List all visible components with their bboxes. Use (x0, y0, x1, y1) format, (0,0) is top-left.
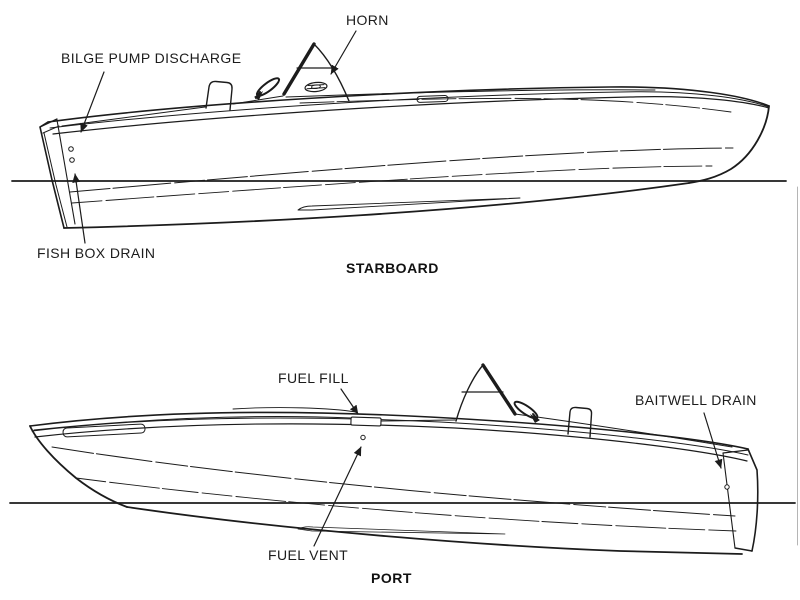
port-view-title: PORT (371, 570, 412, 586)
label-horn: HORN (346, 12, 389, 28)
fuel-vent-arrow (313, 446, 362, 547)
label-fuel-fill: FUEL FILL (278, 370, 349, 386)
starboard-seat (205, 80, 233, 111)
baitwell-drain-arrow (703, 412, 723, 469)
label-bilge-pump-discharge: BILGE PUMP DISCHARGE (61, 50, 242, 66)
port-view-drawing (9, 363, 796, 555)
horn-icon (304, 81, 328, 93)
starboard-view-drawing (11, 30, 787, 244)
port-hull (29, 407, 759, 555)
fuel-vent-hole (360, 434, 366, 441)
port-windshield (455, 363, 517, 422)
horn-arrow (330, 30, 357, 75)
starboard-drain-holes (68, 146, 75, 163)
fuel-fill-fitting (350, 416, 382, 427)
starboard-hull (39, 86, 770, 229)
port-steering-wheel-icon (513, 400, 540, 423)
label-fuel-vent: FUEL VENT (268, 547, 349, 563)
baitwell-drain-hole (724, 484, 730, 490)
starboard-steering-wheel-icon (254, 77, 281, 100)
fish-box-drain-arrow (72, 173, 86, 244)
fuel-fill-arrow (340, 388, 359, 415)
starboard-view-title: STARBOARD (346, 260, 439, 276)
label-fish-box-drain: FISH BOX DRAIN (37, 245, 156, 261)
bilge-pump-discharge-arrow (80, 71, 105, 133)
port-seat (567, 406, 593, 438)
starboard-windshield (282, 42, 350, 102)
label-baitwell-drain: BAITWELL DRAIN (635, 392, 757, 408)
